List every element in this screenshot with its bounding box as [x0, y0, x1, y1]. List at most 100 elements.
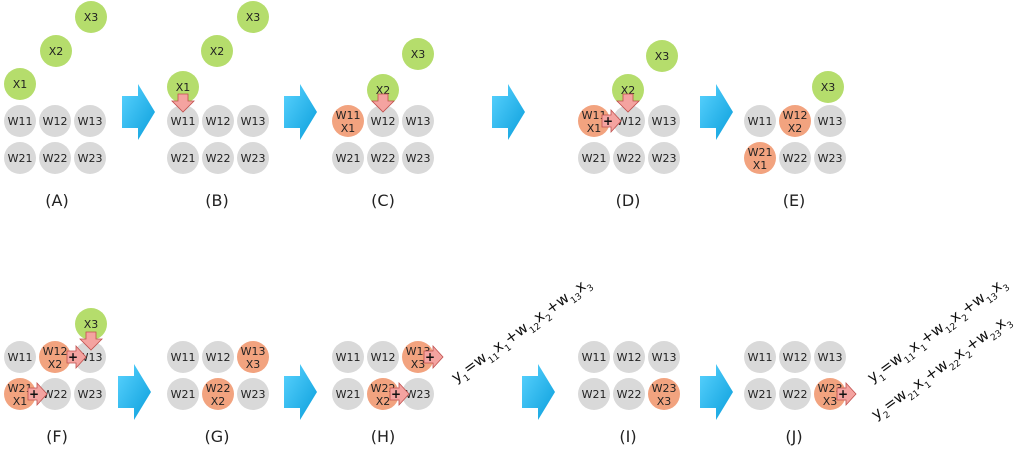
- pe-cell-circle: [578, 378, 610, 410]
- pe-cell-circle: [237, 105, 269, 137]
- pe-cell-weight-label: W21: [336, 388, 361, 401]
- input-x3: X3: [812, 71, 844, 103]
- pe-cell-circle: [402, 142, 434, 174]
- pe-cell-w11: W11: [167, 105, 199, 137]
- transition-arrow-i-j: [700, 364, 733, 420]
- pe-cell-circle: [74, 341, 106, 373]
- pe-cell-w12: W12: [613, 105, 645, 137]
- pe-cell-weight-label: W12: [206, 351, 231, 364]
- pe-cell-weight-label: W21: [171, 388, 196, 401]
- accumulate-arrow: +: [27, 381, 48, 407]
- input-circle: [646, 40, 678, 72]
- pe-cell-w12: W12: [367, 105, 399, 137]
- pe-cell-weight-label: W11: [748, 115, 773, 128]
- pe-cell-w12: W12: [39, 105, 71, 137]
- pe-cell-weight-label: W23: [241, 152, 266, 165]
- input-circle: [4, 68, 36, 100]
- pe-cell-circle: [648, 105, 680, 137]
- pe-cell-weight-label: W22: [617, 152, 642, 165]
- pe-cell-w21: W21: [4, 142, 36, 174]
- pe-cell-w11: W11: [332, 341, 364, 373]
- pe-cell-w13: W13: [237, 105, 269, 137]
- pe-cell-circle: [648, 341, 680, 373]
- pe-cell-w22: W22: [779, 378, 811, 410]
- accumulate-arrow: +: [389, 381, 410, 407]
- transition-arrow-h-i: [522, 364, 555, 420]
- pe-cell-weight-label: W11: [8, 351, 33, 364]
- pe-cell-weight-label: W23: [818, 382, 843, 395]
- equation-y1: y1=w11x1+w12x2+w13x3: [448, 273, 596, 389]
- pe-cell-circle: [202, 105, 234, 137]
- pe-cell-weight-label: W12: [43, 345, 68, 358]
- input-x3: X3: [75, 1, 107, 33]
- pe-cell-weight-label: W23: [241, 388, 266, 401]
- pe-cell-w13: W13: [814, 105, 846, 137]
- pe-cell-w13: W13: [74, 105, 106, 137]
- pe-cell-weight-label: W11: [8, 115, 33, 128]
- pe-cell-w22: W22: [779, 142, 811, 174]
- pe-cell-weight-label: W13: [652, 351, 677, 364]
- pe-cell-weight-label: W13: [78, 115, 103, 128]
- pe-cell-w23: W23: [402, 378, 434, 410]
- pe-cell-w11: W11: [578, 341, 610, 373]
- pe-cell-weight-label: W12: [617, 115, 642, 128]
- pe-cell-weight-label: W13: [652, 115, 677, 128]
- transition-arrow-b-c: [284, 84, 317, 140]
- pe-cell-circle: [744, 341, 776, 373]
- pe-cell-weight-label: W13: [818, 115, 843, 128]
- pe-cell-w23: W23: [648, 142, 680, 174]
- input-circle: [612, 74, 644, 106]
- pe-cell-weight-label: W12: [617, 351, 642, 364]
- pe-cell-circle: [613, 341, 645, 373]
- panel-label-j: (J): [785, 427, 802, 446]
- pe-cell-circle: [74, 378, 106, 410]
- pe-cell-weight-label: W21: [582, 152, 607, 165]
- pe-cell-w13: W13: [648, 341, 680, 373]
- pe-cell-circle: [237, 378, 269, 410]
- pe-cell-w11: W11: [167, 341, 199, 373]
- input-label: X3: [84, 318, 99, 331]
- pe-cell-circle: [367, 378, 399, 410]
- pe-cell-circle: [4, 105, 36, 137]
- pe-cell-input-label: X1: [753, 159, 768, 172]
- feed-down-arrow: [616, 93, 640, 113]
- transition-arrow-f-g: [118, 364, 151, 420]
- input-x3: X3: [75, 308, 107, 340]
- pe-cell-w22: W22: [613, 142, 645, 174]
- pe-cell-weight-label: W22: [43, 388, 68, 401]
- pe-cell-weight-label: W13: [818, 351, 843, 364]
- accumulate-arrow-shape: [423, 344, 444, 370]
- pe-cell-w13: W13: [648, 105, 680, 137]
- pe-cell-w22: W22: [367, 142, 399, 174]
- pe-cell-weight-label: W22: [206, 152, 231, 165]
- input-label: X2: [210, 45, 225, 58]
- pe-cell-weight-label: W22: [206, 382, 231, 395]
- pe-cell-weight-label: W23: [818, 152, 843, 165]
- pe-cell-circle: [202, 378, 234, 410]
- input-x2: X2: [40, 35, 72, 67]
- pe-cell-weight-label: W22: [43, 152, 68, 165]
- plus-sign: +: [425, 350, 435, 364]
- pe-cell-weight-label: W21: [336, 152, 361, 165]
- pe-cell-weight-label: W23: [406, 152, 431, 165]
- pe-cell-circle: [4, 378, 36, 410]
- pe-cell-w13: W13: [814, 341, 846, 373]
- pe-cell-weight-label: W22: [371, 152, 396, 165]
- transition-arrow-a-b: [122, 84, 155, 140]
- pe-cell-input-label: X3: [823, 395, 838, 408]
- plus-sign: +: [838, 387, 848, 401]
- pe-cell-weight-label: W23: [652, 382, 677, 395]
- pe-cell-w12: W12: [613, 341, 645, 373]
- panel-label-a: (A): [45, 191, 68, 210]
